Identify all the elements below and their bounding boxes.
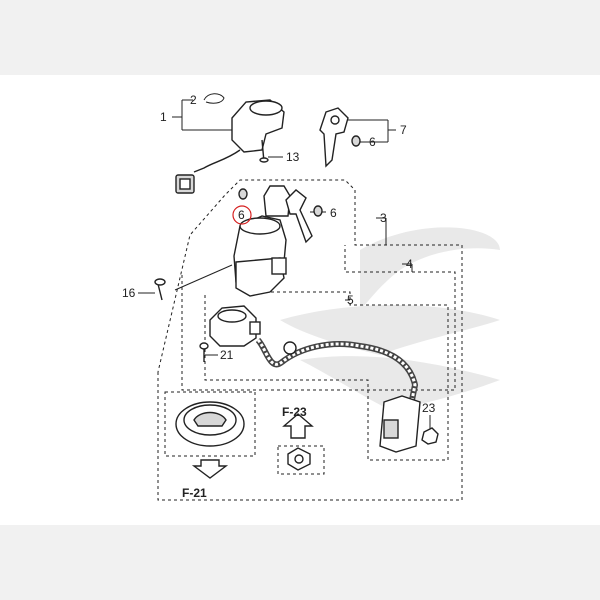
- assembly-boundaries: [157, 179, 463, 501]
- callout-6-ignition: 6: [330, 206, 337, 220]
- callout-2: 2: [190, 93, 197, 107]
- highlight-circle: [232, 205, 252, 225]
- reference-f21: F-21: [182, 486, 207, 500]
- screw-16-part: [154, 278, 166, 301]
- callout-5: 5: [347, 293, 354, 307]
- clip-part: [203, 93, 225, 104]
- bolt-23-part: [421, 427, 439, 445]
- key-part: [319, 107, 361, 168]
- callout-labels: 1 2 3 4 5 6 6 6 7 13 16 21 23 F-21 F-23: [122, 93, 436, 500]
- fuel-lock-part: [209, 305, 421, 453]
- callout-6-highlighted: 6: [238, 208, 245, 222]
- callout-3: 3: [380, 211, 387, 225]
- callout-13: 13: [286, 150, 300, 164]
- ignition-switch-part: [233, 185, 313, 297]
- reference-f23: F-23: [282, 405, 307, 419]
- screw-13-part: [259, 139, 269, 163]
- callout-6-key: 6: [369, 135, 376, 149]
- callout-23: 23: [422, 401, 436, 415]
- lock-cover-part: [175, 99, 285, 194]
- f23-reference-box: [277, 413, 325, 475]
- callout-16: 16: [122, 286, 136, 300]
- f21-reference-box: [164, 391, 256, 479]
- callout-4: 4: [406, 257, 413, 271]
- callout-7: 7: [400, 123, 407, 137]
- watermark-logo: [280, 227, 500, 410]
- callout-21: 21: [220, 348, 234, 362]
- callout-1: 1: [160, 110, 167, 124]
- washer-parts: [238, 188, 323, 217]
- screw-21-part: [199, 342, 209, 362]
